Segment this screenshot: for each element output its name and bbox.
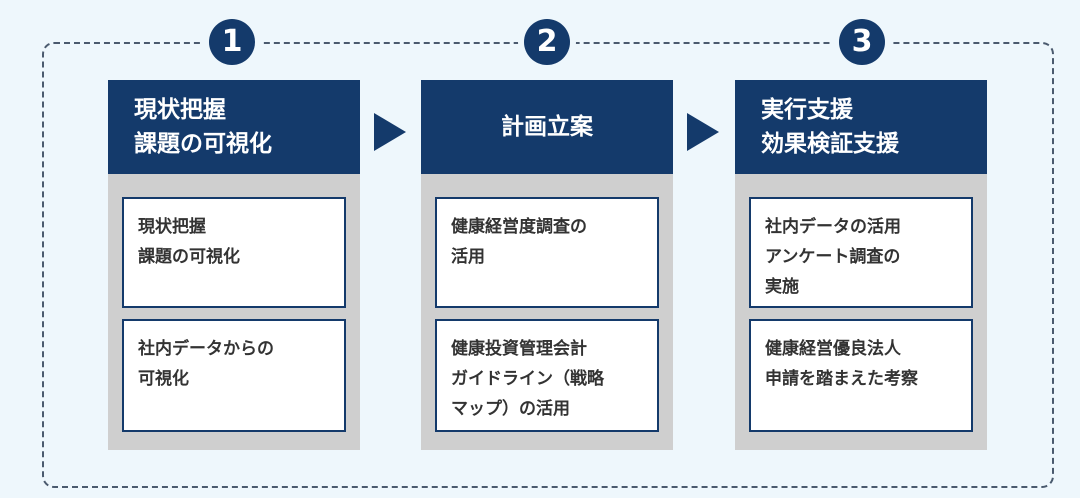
step-2-column: 計画立案 健康経営度調査の 活用 健康投資管理会計 ガイドライン（戦略 マップ）… [421, 80, 673, 450]
arrow-right-icon [687, 113, 719, 151]
card-line: 健康経営度調査の [451, 217, 587, 237]
card-line: 申請を踏まえた考察 [765, 369, 918, 389]
step-1-title-line-1: 現状把握 [134, 97, 226, 123]
step-1-title-line-2: 課題の可視化 [134, 131, 272, 157]
step-3-title: 実行支援 効果検証支援 [735, 80, 987, 174]
step-3-title-line-2: 効果検証支援 [761, 131, 899, 157]
card-line: 現状把握 [138, 217, 206, 237]
card-line: 社内データからの [138, 339, 274, 359]
card-line: アンケート調査の [765, 247, 901, 267]
step-2-title-line-1: 計画立案 [501, 114, 593, 140]
step-1-card-1: 現状把握 課題の可視化 [122, 197, 346, 308]
step-2-card-1: 健康経営度調査の 活用 [435, 197, 659, 308]
card-line: 可視化 [138, 369, 189, 389]
step-2-title: 計画立案 [421, 80, 673, 174]
step-2-card-2: 健康投資管理会計 ガイドライン（戦略 マップ）の活用 [435, 319, 659, 432]
card-line: 健康経営優良法人 [765, 339, 901, 359]
step-1-number-badge: 1 [209, 19, 255, 65]
step-1-title: 現状把握 課題の可視化 [108, 80, 360, 174]
card-line: 健康投資管理会計 [451, 339, 587, 359]
card-line: 実施 [765, 277, 799, 297]
card-line: 課題の可視化 [138, 247, 240, 267]
step-3-card-1: 社内データの活用 アンケート調査の 実施 [749, 197, 973, 308]
step-3-title-line-1: 実行支援 [761, 97, 853, 123]
step-1-column: 現状把握 課題の可視化 現状把握 課題の可視化 社内データからの 可視化 [108, 80, 360, 450]
card-line: 社内データの活用 [765, 217, 901, 237]
card-line: ガイドライン（戦略 [451, 369, 604, 389]
step-1-card-2: 社内データからの 可視化 [122, 319, 346, 432]
card-line: 活用 [451, 247, 485, 267]
step-3-card-2: 健康経営優良法人 申請を踏まえた考察 [749, 319, 973, 432]
card-line: マップ）の活用 [451, 399, 570, 419]
arrow-right-icon [374, 113, 406, 151]
step-3-column: 実行支援 効果検証支援 社内データの活用 アンケート調査の 実施 健康経営優良法… [735, 80, 987, 450]
step-2-number-badge: 2 [524, 19, 570, 65]
step-3-number-badge: 3 [839, 19, 885, 65]
